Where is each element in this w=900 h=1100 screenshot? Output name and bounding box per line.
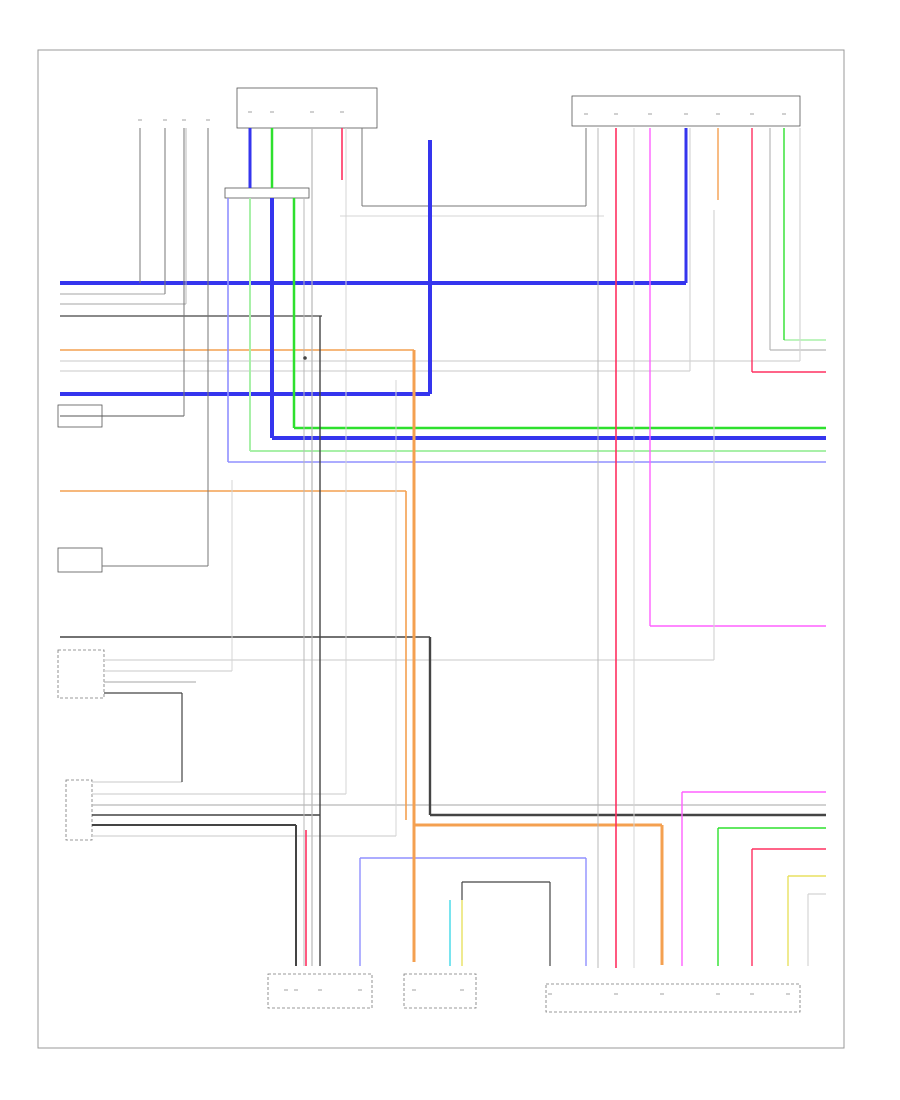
connector-bottom-left <box>267 973 373 1009</box>
connector-top-center <box>236 87 378 129</box>
ecu-left-3 <box>57 649 105 699</box>
junction-dot <box>303 356 307 360</box>
connector-bottom-right <box>545 983 801 1013</box>
ecu-left-2 <box>57 547 103 573</box>
connector-left-vertical <box>65 779 93 841</box>
connector-top-right <box>571 95 801 127</box>
connector-bottom-center <box>403 973 477 1009</box>
page-frame <box>37 49 845 1049</box>
vertical-wires <box>139 128 809 968</box>
connector-blocks <box>57 87 801 1013</box>
junction-block-top <box>224 187 310 199</box>
pin-ticks <box>138 111 790 995</box>
